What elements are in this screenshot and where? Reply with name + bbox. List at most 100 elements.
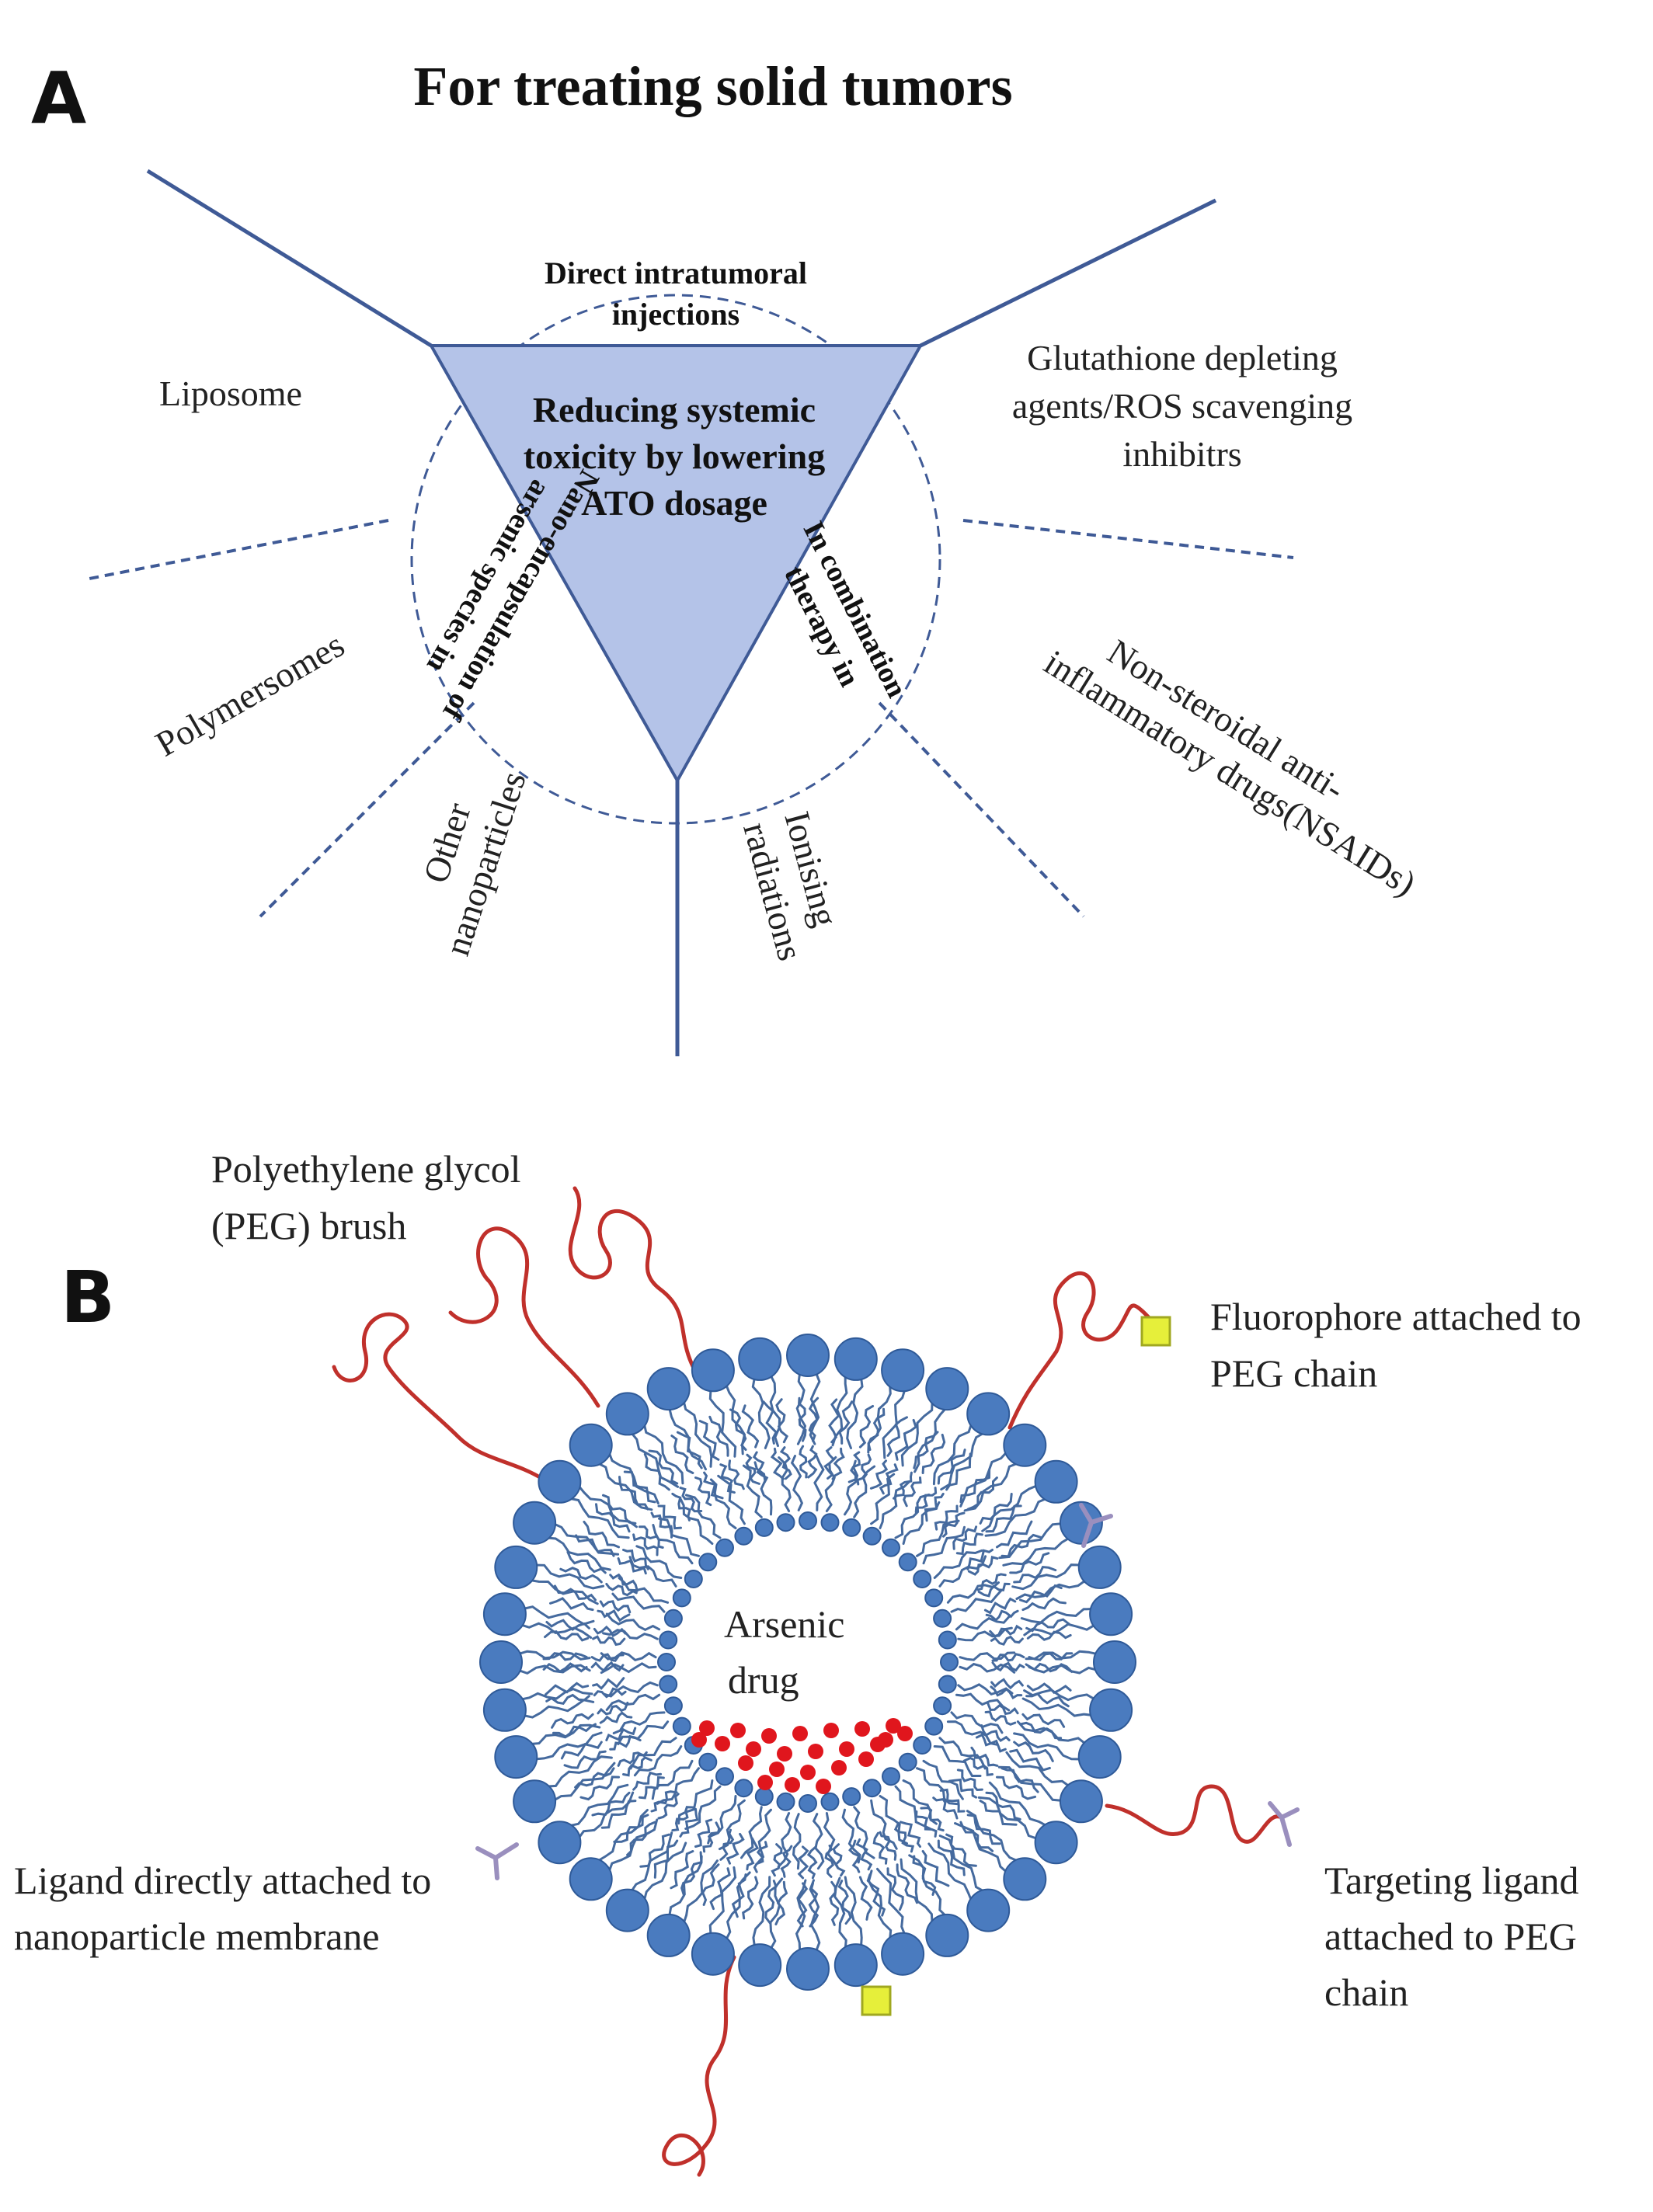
peg-chain-3	[332, 1312, 546, 1482]
outer-lipid-tail	[1002, 1536, 1071, 1567]
middle-lipid-tail	[574, 1767, 615, 1789]
inner-lipid-tail	[959, 1662, 1016, 1674]
middle-lipid-tail	[966, 1549, 994, 1570]
middle-lipid-tail	[1009, 1552, 1050, 1574]
middle-lipid-tail	[1019, 1584, 1063, 1604]
middle-lipid-tail	[979, 1493, 1013, 1525]
ligand-peg-targeting	[1268, 1801, 1300, 1847]
inner-lipid-head	[672, 1588, 691, 1608]
inner-lipid-tail	[778, 1456, 792, 1512]
middle-lipid-tail	[650, 1790, 678, 1813]
middle-lipid-tail	[613, 1814, 649, 1843]
middle-lipid-tail	[1013, 1741, 1054, 1762]
middle-lipid-tail	[945, 1833, 977, 1867]
outer-lipid-head	[966, 1392, 1011, 1436]
middle-lipid-tail	[1025, 1618, 1070, 1633]
outer-lipid-tail	[769, 1877, 784, 1951]
middle-lipid-tail	[771, 1843, 783, 1877]
inner-lipid-head	[898, 1553, 917, 1572]
middle-lipid-tail	[855, 1838, 873, 1871]
outer-lipid-head	[966, 1888, 1011, 1932]
outer-lipid-heads	[479, 1334, 1136, 1991]
outer-lipid-tail	[927, 1842, 973, 1903]
middle-lipid-tail	[934, 1504, 959, 1531]
drug-particle	[715, 1736, 730, 1751]
outer-lipid-head	[605, 1888, 649, 1932]
middle-lipid-tail	[605, 1583, 638, 1597]
middle-lipid-tail	[1000, 1533, 1042, 1558]
inner-lipid-tail	[841, 1808, 861, 1864]
middle-lipid-tail	[545, 1619, 590, 1631]
inner-lipid-tail	[957, 1626, 1013, 1642]
outer-lipid-head	[738, 1337, 782, 1381]
divider-line-left	[146, 169, 433, 348]
middle-lipid-tail	[913, 1431, 939, 1469]
drug-particle	[777, 1746, 792, 1762]
inner-lipid-tail	[946, 1720, 999, 1746]
middle-lipid-tail	[806, 1845, 818, 1880]
middle-lipid-tail	[856, 1453, 872, 1486]
targeting-label-line-2: attached to PEG	[1324, 1915, 1577, 1958]
middle-lipid-tail	[679, 1807, 699, 1838]
outer-lipid-tail	[998, 1522, 1064, 1560]
middle-lipid-tail	[914, 1487, 938, 1514]
panel-a-title: For treating solid tumors	[413, 55, 1012, 117]
middle-lipid-tail	[985, 1609, 1019, 1622]
outer-lipid-head	[786, 1947, 830, 1991]
middle-lipid-tail	[764, 1880, 778, 1925]
middle-lipid-tail	[605, 1727, 637, 1741]
middle-lipid-tail	[967, 1556, 999, 1576]
middle-lipid-tail	[921, 1433, 946, 1474]
outer-lipid-tail	[846, 1376, 864, 1449]
middle-lipid-tail	[639, 1833, 670, 1868]
middle-lipid-tail	[984, 1710, 1017, 1726]
outer-lipid-tail	[908, 1854, 948, 1918]
outer-lipid-tail	[668, 1851, 703, 1918]
drug-particle	[816, 1779, 831, 1794]
middle-lipid-tail	[989, 1624, 1023, 1638]
middle-lipid-tail	[657, 1793, 680, 1820]
middle-lipid-tail	[617, 1751, 648, 1767]
outer-lipid-tail	[567, 1783, 629, 1828]
drug-particle	[823, 1723, 839, 1738]
top-segment-text: Direct intratumoral injections	[545, 256, 807, 332]
outer-lipid-tail	[914, 1406, 948, 1473]
middle-lipid-tail	[912, 1855, 937, 1896]
middle-lipid-tail	[831, 1447, 845, 1480]
middle-lipid-tail	[1028, 1652, 1074, 1661]
inner-lipid-tail	[605, 1693, 661, 1711]
middle-lipid-tail	[937, 1449, 966, 1485]
middle-lipid-tail	[991, 1653, 1025, 1662]
inner-lipid-tail	[684, 1494, 722, 1539]
inner-lipid-tail	[602, 1681, 659, 1698]
drug-particle	[746, 1741, 761, 1757]
middle-lipid-tail	[670, 1850, 694, 1890]
outer-lipid-tail	[1005, 1751, 1071, 1788]
inner-lipid-head	[659, 1675, 678, 1694]
middle-lipid-tail	[770, 1447, 785, 1480]
middle-lipid-tail	[694, 1818, 713, 1848]
outer-lipid-tail	[534, 1731, 603, 1761]
inner-lipid-tail	[824, 1456, 837, 1512]
inner-lipid-tail	[709, 1478, 737, 1529]
middle-lipid-tail	[1021, 1713, 1066, 1728]
middle-lipid-tail	[937, 1839, 966, 1876]
outer-lipid-tail	[1023, 1622, 1097, 1636]
inner-lipid-tail	[658, 1517, 700, 1557]
middle-lipid-tail	[676, 1431, 703, 1469]
middle-lipid-tail	[708, 1415, 729, 1457]
middle-lipid-tail	[872, 1831, 888, 1865]
outer-lipid-tail	[521, 1699, 595, 1719]
middle-lipid-tail	[638, 1525, 664, 1549]
outer-lipid-head	[1077, 1545, 1122, 1589]
inner-lipid-tail	[938, 1555, 987, 1588]
inner-lipid-head	[862, 1526, 882, 1546]
label-nsaids: Non-steroidal anti- inflammatory drugs(N…	[1038, 631, 1423, 903]
outer-lipid-head	[494, 1545, 538, 1589]
inner-lipid-tail	[922, 1525, 966, 1565]
middle-lipid-tail	[731, 1873, 747, 1918]
inner-lipid-tail	[844, 1459, 859, 1516]
middle-lipid-tail	[560, 1741, 603, 1760]
outer-lipid-tail	[517, 1650, 591, 1661]
outer-lipid-head	[1034, 1821, 1078, 1865]
